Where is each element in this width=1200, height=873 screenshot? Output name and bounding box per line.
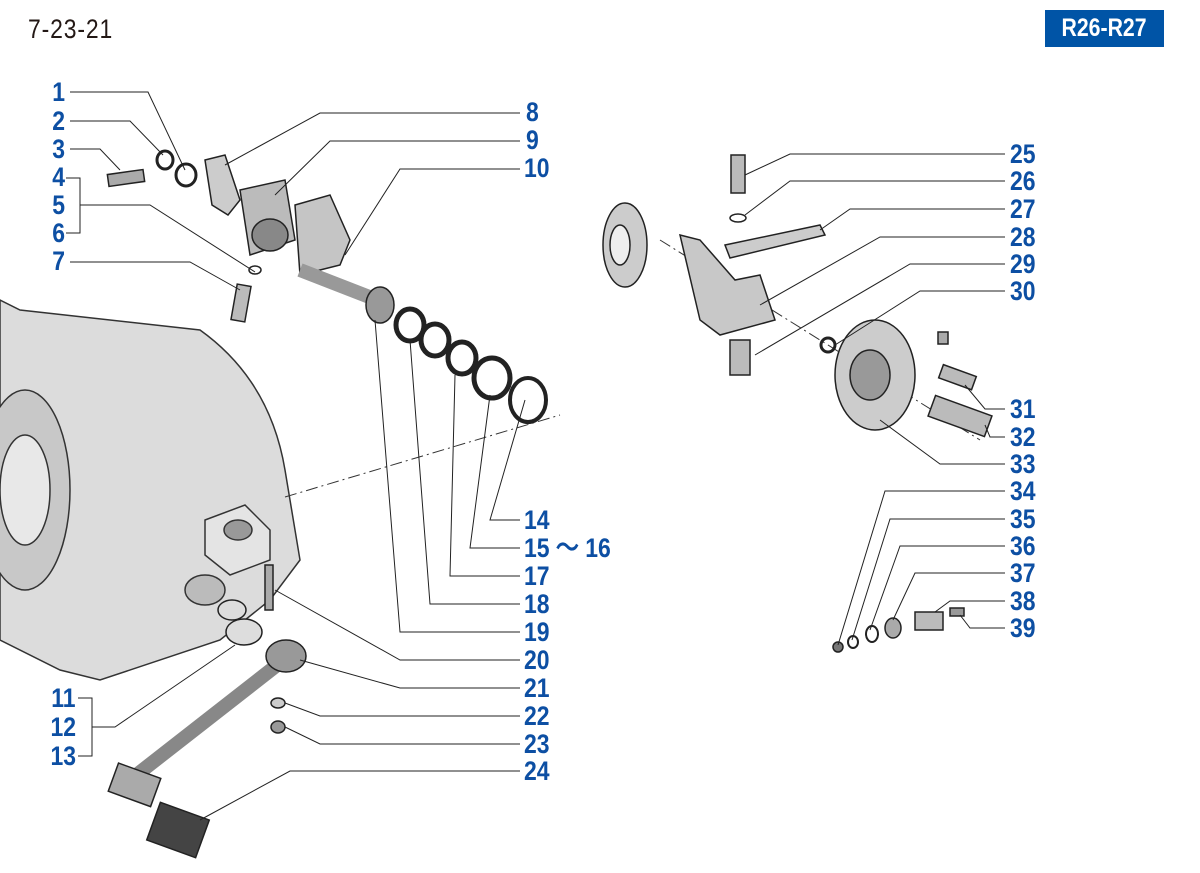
callout-8: 8: [526, 97, 539, 127]
callout-19: 19: [524, 617, 550, 647]
parts-selector: [602, 154, 993, 653]
callout-28: 28: [1010, 222, 1036, 252]
page-code: 7-23-21: [28, 14, 114, 44]
callout-15-16: 15 ～ 16: [524, 533, 611, 563]
callout-2: 2: [52, 106, 65, 136]
callout-12: 12: [50, 712, 76, 742]
callout-17: 17: [524, 561, 550, 591]
callout-35: 35: [1010, 504, 1036, 534]
callout-36: 36: [1010, 531, 1036, 561]
callout-11: 11: [51, 683, 76, 713]
callout-24: 24: [524, 756, 550, 786]
callout-22: 22: [524, 701, 550, 731]
callout-4: 4: [52, 162, 65, 192]
callout-37: 37: [1010, 558, 1036, 588]
callout-31: 31: [1010, 394, 1036, 424]
callout-21: 21: [524, 673, 550, 703]
callout-30: 30: [1010, 276, 1036, 306]
callout-7: 7: [52, 246, 65, 276]
model-badge-text: R26-R27: [1061, 14, 1148, 42]
callout-38: 38: [1010, 586, 1036, 616]
callout-34: 34: [1010, 476, 1036, 506]
callout-9: 9: [526, 125, 539, 155]
callout-10: 10: [524, 153, 550, 183]
callout-32: 32: [1010, 422, 1036, 452]
callout-23: 23: [524, 729, 550, 759]
callout-29: 29: [1010, 249, 1036, 279]
callout-33: 33: [1010, 449, 1036, 479]
callout-26: 26: [1010, 166, 1036, 196]
callout-39: 39: [1010, 613, 1036, 643]
callout-13: 13: [50, 741, 76, 771]
callout-6: 6: [52, 218, 65, 248]
callout-20: 20: [524, 645, 550, 675]
gearbox-housing: [0, 299, 301, 681]
callout-27: 27: [1010, 194, 1036, 224]
callout-14: 14: [524, 505, 550, 535]
leader-lines: [66, 91, 1005, 821]
callout-18: 18: [524, 589, 550, 619]
callout-1: 1: [52, 77, 65, 107]
parts-shift-mechanism: [106, 149, 548, 859]
callout-25: 25: [1010, 139, 1036, 169]
callout-5: 5: [52, 190, 65, 220]
model-badge: R26-R27: [1045, 10, 1164, 47]
axis-lines: [284, 239, 981, 498]
callout-3: 3: [52, 134, 65, 164]
